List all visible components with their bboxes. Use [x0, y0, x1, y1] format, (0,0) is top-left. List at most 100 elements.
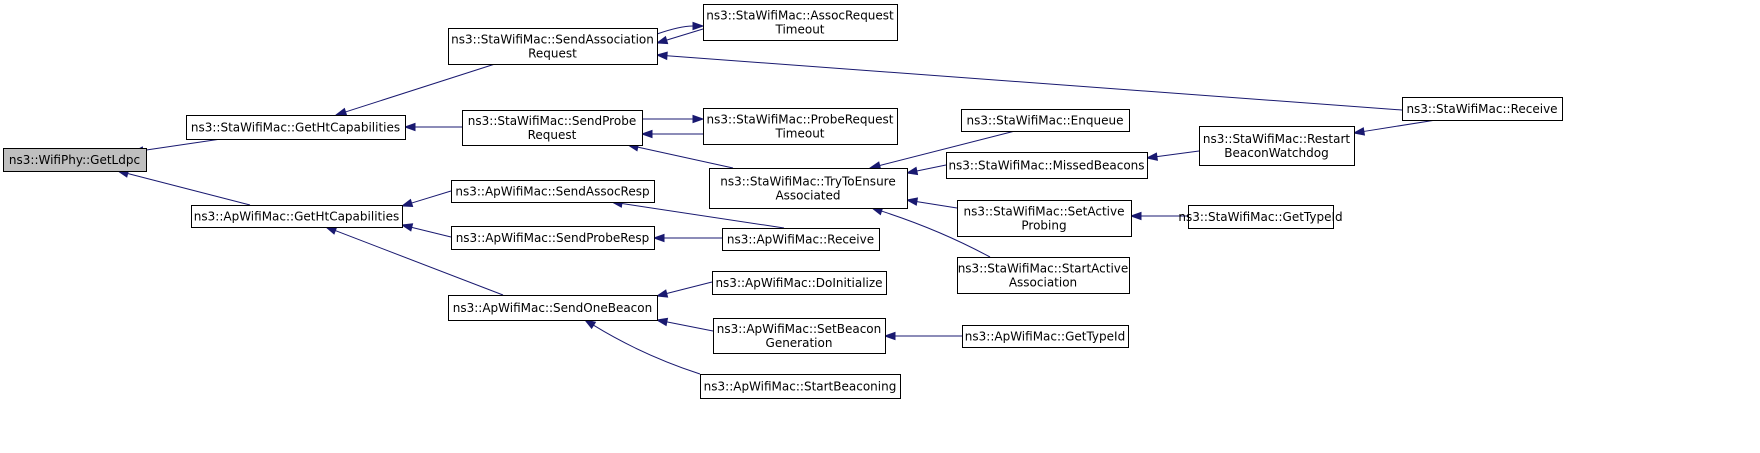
node-box	[713, 318, 886, 354]
edge-sta-sendassoc-to-sta-assoctimeout	[656, 21, 705, 35]
edge-ap-doinit-to-ap-sendonebeacon	[655, 281, 713, 298]
arrowhead-icon	[692, 114, 705, 124]
node-box	[462, 110, 643, 146]
node-ap-getht[interactable]: ns3::ApWifiMac::GetHtCapabilities	[191, 205, 403, 228]
edge-sta-sendprobe-to-sta-getht	[403, 122, 462, 132]
node-label: ns3::ApWifiMac::GetHtCapabilities	[194, 210, 399, 224]
edge-line	[656, 25, 694, 35]
edge-line	[411, 226, 452, 238]
edge-line	[411, 190, 452, 204]
arrowhead-icon	[655, 35, 669, 45]
node-ap-sendproberesp[interactable]: ns3::ApWifiMac::SendProbeResp	[451, 226, 655, 250]
node-box	[451, 180, 655, 203]
edge-ap-sendassocresp-to-ap-getht	[400, 190, 452, 208]
edge-sta-probetimeout-to-sta-sendprobe	[640, 129, 703, 139]
edge-sta-receive-to-sta-sendassoc	[655, 51, 1403, 111]
edge-line	[637, 146, 734, 169]
arrowhead-icon	[400, 198, 414, 208]
node-label: ns3::StaWifiMac::GetHtCapabilities	[191, 121, 400, 135]
node-box	[703, 108, 898, 145]
edge-line	[666, 321, 714, 332]
arrowhead-icon	[905, 166, 919, 176]
node-label: ns3::StaWifiMac::ProbeRequest	[707, 113, 894, 127]
arrowhead-icon	[640, 129, 653, 139]
node-label: ns3::StaWifiMac::MissedBeacons	[948, 159, 1144, 173]
edge-line	[1156, 150, 1200, 158]
node-box	[191, 205, 403, 228]
node-sta-getht[interactable]: ns3::StaWifiMac::GetHtCapabilities	[186, 115, 406, 140]
node-getldpc[interactable]: ns3::WifiPhy::GetLdpc	[3, 148, 147, 172]
edge-line	[916, 201, 958, 209]
node-box	[3, 148, 147, 172]
edge-line	[1363, 119, 1437, 132]
node-label: ns3::ApWifiMac::DoInitialize	[715, 276, 882, 290]
node-label: Timeout	[774, 23, 824, 37]
edge-line	[621, 203, 785, 229]
edge-sta-receive-to-sta-restartbeacon	[1352, 119, 1437, 136]
node-box	[961, 109, 1130, 132]
node-label: ns3::ApWifiMac::StartBeaconing	[704, 380, 897, 394]
node-label: ns3::WifiPhy::GetLdpc	[9, 153, 140, 167]
arrowhead-icon	[655, 317, 669, 327]
arrowhead-icon	[1129, 211, 1142, 221]
edge-sta-restartbeacon-to-sta-missedbeacons	[1145, 150, 1200, 161]
node-ap-sendassocresp[interactable]: ns3::ApWifiMac::SendAssocResp	[451, 180, 655, 203]
node-label: Generation	[766, 336, 833, 350]
edge-line	[916, 164, 947, 172]
arrowhead-icon	[692, 21, 705, 31]
node-label: ns3::ApWifiMac::SendProbeResp	[456, 231, 650, 245]
node-box	[709, 168, 908, 209]
edge-sta-setactiveprobing-to-sta-trytoensure	[905, 197, 958, 209]
node-sta-gettypeid[interactable]: ns3::StaWifiMac::GetTypeId	[1178, 205, 1343, 229]
edge-line	[345, 63, 496, 113]
edge-line	[127, 173, 251, 206]
node-label: ns3::StaWifiMac::TryToEnsure	[720, 175, 895, 189]
arrowhead-icon	[655, 289, 669, 298]
node-label: ns3::ApWifiMac::Receive	[727, 233, 874, 247]
node-ap-sendonebeacon[interactable]: ns3::ApWifiMac::SendOneBeacon	[448, 295, 658, 321]
node-label: Timeout	[774, 127, 824, 141]
node-label: ns3::StaWifiMac::SendProbe	[468, 114, 636, 128]
node-label: ns3::StaWifiMac::GetTypeId	[1178, 210, 1342, 224]
edge-line	[593, 324, 701, 375]
node-ap-startbeaconing[interactable]: ns3::ApWifiMac::StartBeaconing	[700, 374, 901, 399]
nodes-layer: ns3::WifiPhy::GetLdpcns3::StaWifiMac::Ge…	[3, 4, 1563, 399]
arrowhead-icon	[583, 319, 597, 330]
node-sta-missedbeacons[interactable]: ns3::StaWifiMac::MissedBeacons	[946, 152, 1148, 179]
node-label: BeaconWatchdog	[1224, 146, 1328, 160]
edge-ap-setbeacon-to-ap-sendonebeacon	[655, 317, 714, 332]
arrowhead-icon	[400, 223, 414, 232]
node-box	[451, 226, 655, 250]
node-ap-doinit[interactable]: ns3::ApWifiMac::DoInitialize	[712, 271, 887, 295]
edge-sta-gettypeid-to-sta-setactiveprobing	[1129, 211, 1188, 221]
edge-ap-startbeaconing-to-ap-sendonebeacon	[583, 319, 701, 375]
node-box	[946, 152, 1148, 179]
node-ap-receive[interactable]: ns3::ApWifiMac::Receive	[722, 228, 880, 251]
node-box	[1188, 205, 1334, 229]
node-label: ns3::StaWifiMac::SetActive	[964, 205, 1125, 219]
node-ap-gettypeid[interactable]: ns3::ApWifiMac::GetTypeId	[962, 325, 1129, 348]
node-label: ns3::StaWifiMac::SendAssociation	[451, 33, 654, 47]
node-box	[186, 115, 406, 140]
node-label: Associated	[775, 189, 840, 203]
node-sta-enqueue[interactable]: ns3::StaWifiMac::Enqueue	[961, 109, 1130, 132]
arrowhead-icon	[1352, 127, 1366, 136]
node-label: ns3::ApWifiMac::SendAssocResp	[455, 185, 649, 199]
edge-line	[666, 281, 713, 295]
node-box	[448, 295, 658, 321]
node-sta-receive[interactable]: ns3::StaWifiMac::Receive	[1402, 97, 1563, 121]
node-label: ns3::StaWifiMac::AssocRequest	[706, 9, 894, 23]
arrowhead-icon	[655, 51, 668, 61]
node-box	[703, 4, 898, 41]
node-box	[1199, 126, 1355, 166]
